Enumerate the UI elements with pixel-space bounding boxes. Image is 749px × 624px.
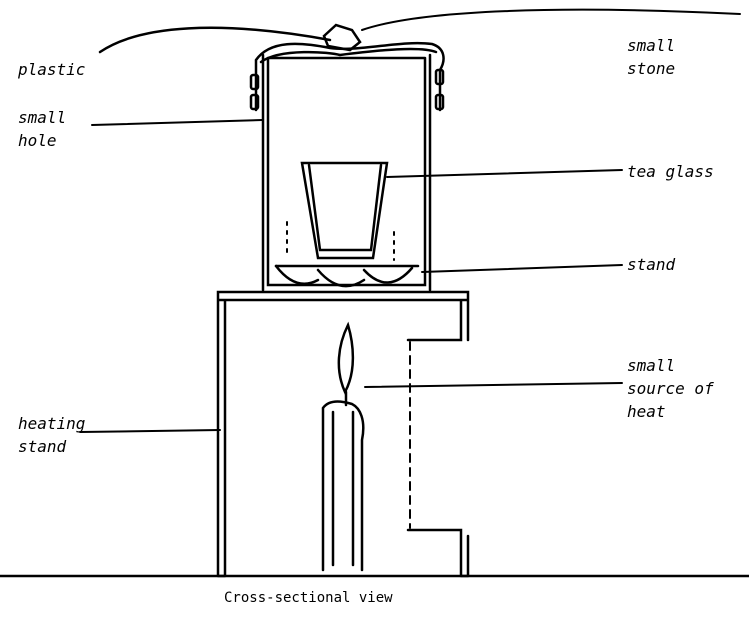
label-line: heating (18, 414, 86, 433)
label-line: small (627, 356, 676, 375)
label-heating-stand: heating stand (18, 412, 85, 458)
label-line: hole (18, 131, 57, 150)
label-plastic: plastic (18, 60, 86, 79)
plastic-cover (254, 41, 445, 112)
label-heat-source: small source of heat (627, 354, 714, 423)
candle (321, 400, 365, 572)
leader-heating-stand (79, 429, 221, 433)
leader-hole (91, 119, 263, 126)
small-hole-bump (434, 68, 445, 86)
tea-glass (300, 161, 389, 260)
small-hole-bump (434, 93, 445, 111)
plastic-cover-inner (259, 47, 438, 64)
label-line: stone (627, 59, 676, 78)
flame (337, 321, 355, 395)
label-small-stone: small stone (627, 34, 675, 80)
label-line: small (627, 36, 676, 55)
heating-stand (216, 290, 470, 578)
label-tea-glass: tea glass (627, 162, 714, 181)
stand-bowl (274, 264, 414, 288)
small-hole-bump (249, 73, 260, 91)
leader-stone (361, 8, 741, 31)
tea-glass-inner (307, 163, 383, 252)
caption: Cross-sectional view (224, 590, 393, 606)
label-small-hole: small hole (18, 106, 66, 152)
leader-plastic (98, 26, 332, 54)
label-line: source of (627, 379, 714, 398)
leader-heat (364, 382, 623, 388)
small-stone (322, 23, 362, 52)
leader-glass (386, 169, 623, 178)
label-line: small (18, 108, 67, 127)
leader-stand (421, 264, 623, 273)
label-line: heat (627, 402, 666, 421)
container (261, 53, 432, 292)
small-hole-bump (249, 93, 260, 111)
label-stand: stand (627, 255, 676, 274)
label-line: stand (18, 437, 67, 456)
